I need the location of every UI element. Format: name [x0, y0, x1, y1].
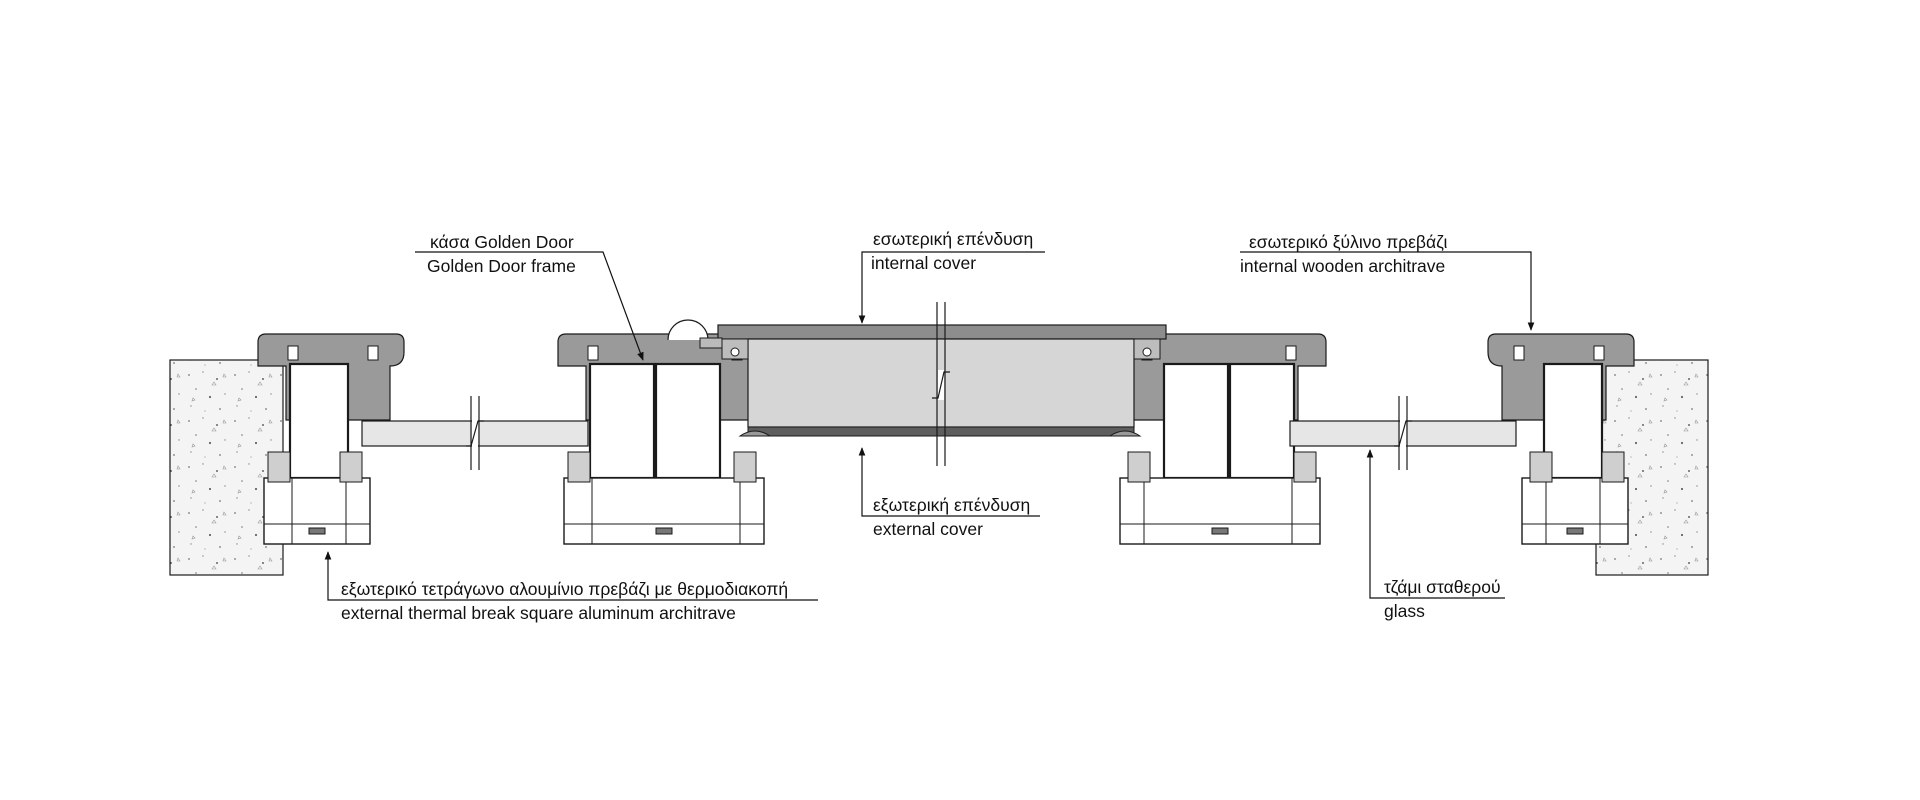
- frame-chamber: [1162, 362, 1230, 480]
- leader-frame: [415, 251, 644, 361]
- external-architrave-label-english: external thermal break square aluminum a…: [341, 603, 736, 623]
- gasket: [267, 451, 291, 483]
- gasket: [1529, 451, 1553, 483]
- glass-pane-right: [1289, 396, 1517, 470]
- thermal-break: [1211, 527, 1229, 535]
- left-door-frame: [557, 333, 769, 545]
- external-architrave-label-greek: εξωτερικό τετράγωνο αλουμίνιο πρεβάζι με…: [341, 579, 788, 599]
- aluminum-architrave: [1119, 477, 1321, 545]
- gasket: [1127, 451, 1151, 483]
- glass-label-greek: τζάμι σταθερού: [1384, 577, 1501, 597]
- gasket: [339, 451, 363, 483]
- glass-label-english: glass: [1384, 601, 1425, 621]
- gasket: [733, 451, 757, 483]
- architrave-groove: [587, 345, 599, 361]
- internal-cover-label-greek: εσωτερική επένδυση: [873, 229, 1033, 249]
- gasket: [1601, 451, 1625, 483]
- leader-external-architrave: [324, 551, 818, 601]
- left-fixed-frame: [257, 333, 405, 545]
- right-fixed-frame: [1487, 333, 1635, 545]
- gasket: [567, 451, 591, 483]
- door-hinge: [667, 319, 723, 349]
- frame-chamber: [588, 362, 656, 480]
- frame-label-english: Golden Door frame: [427, 256, 576, 276]
- door-leaf: [717, 302, 1167, 466]
- internal-architrave-label-english: internal wooden architrave: [1240, 256, 1445, 276]
- thermal-break: [308, 527, 326, 535]
- architrave-groove: [287, 345, 299, 361]
- right-door-frame: [1115, 333, 1327, 545]
- frame-chamber: [1228, 362, 1296, 480]
- frame-label-greek: κάσα Golden Door: [430, 232, 574, 252]
- leader-external-cover: [858, 447, 1040, 517]
- architrave-groove: [1285, 345, 1297, 361]
- gasket: [1293, 451, 1317, 483]
- leader-internal-cover: [858, 251, 1045, 324]
- architrave-groove: [1513, 345, 1525, 361]
- external-cover-label-greek: εξωτερική επένδυση: [873, 495, 1030, 515]
- architrave-groove: [1593, 345, 1605, 361]
- frame-chamber: [288, 362, 350, 480]
- leader-internal-architrave: [1240, 251, 1535, 331]
- internal-architrave-label-greek: εσωτερικό ξύλινο πρεβάζι: [1249, 232, 1448, 252]
- glass-pane-left: [361, 396, 589, 470]
- internal-cover-label-english: internal cover: [871, 253, 976, 273]
- frame-chamber: [654, 362, 722, 480]
- leader-glass: [1366, 449, 1505, 599]
- external-cover-label-english: external cover: [873, 519, 983, 539]
- thermal-break: [1566, 527, 1584, 535]
- thermal-break: [655, 527, 673, 535]
- frame-chamber: [1542, 362, 1604, 480]
- architrave-groove: [367, 345, 379, 361]
